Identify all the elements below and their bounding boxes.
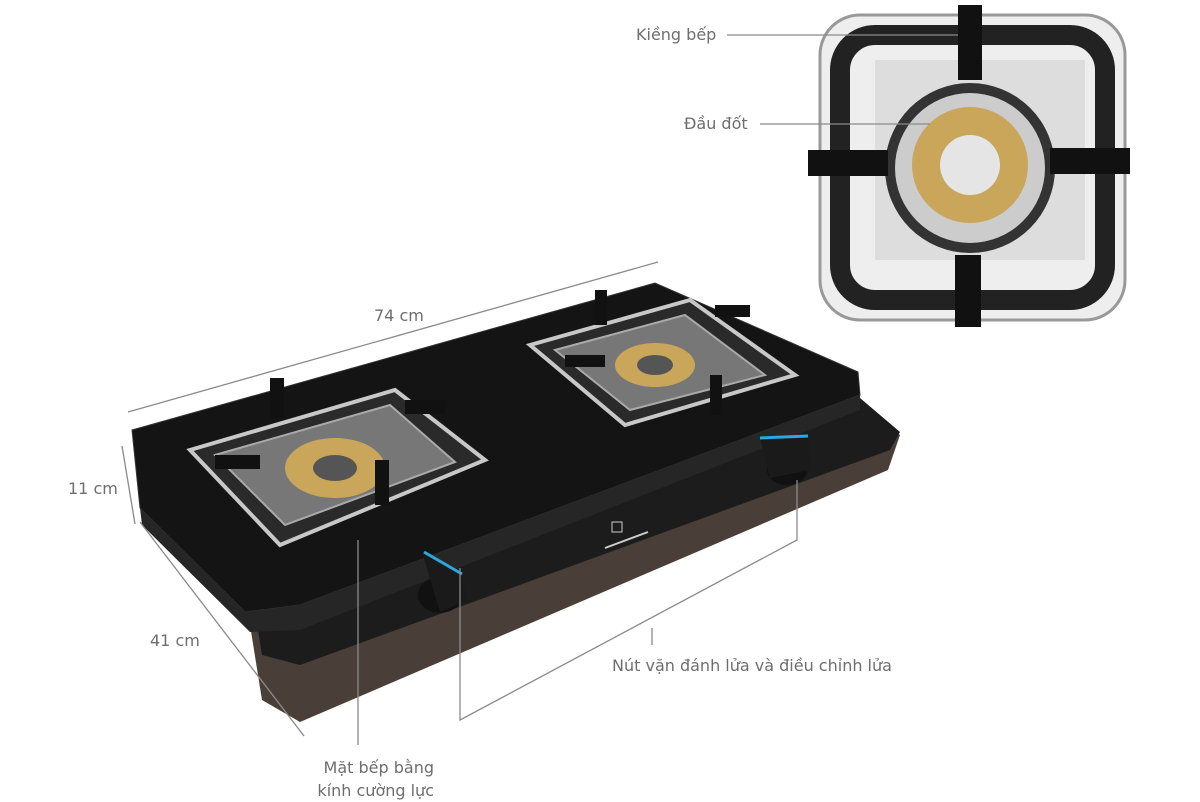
knobs-leader-line [459, 480, 798, 722]
label-burner-head: Đầu đốt [684, 114, 748, 133]
label-grate: Kiềng bếp [636, 25, 717, 44]
depth-dimension-line [139, 521, 305, 737]
stove-front-strip [255, 398, 900, 665]
electrolux-logo [604, 521, 649, 549]
label-glass-top-line2: kính cường lực [317, 781, 434, 801]
height-dimension-line [121, 445, 136, 525]
burner-right [525, 290, 800, 428]
knob-right[interactable] [759, 434, 810, 485]
width-dimension-line [127, 261, 659, 413]
label-depth: 41 cm [150, 631, 200, 650]
label-knobs: Nút vặn đánh lửa và điều chỉnh lửa [612, 656, 892, 675]
label-glass-top: Mặt bếp bằng kính cường lực [314, 756, 434, 802]
label-height: 11 cm [68, 479, 118, 498]
burner-detail-image [808, 5, 1130, 327]
burner-left [186, 378, 489, 548]
label-glass-top-line1: Mặt bếp bằng [323, 758, 434, 777]
knob-left[interactable] [418, 550, 468, 613]
label-width: 74 cm [374, 306, 424, 325]
